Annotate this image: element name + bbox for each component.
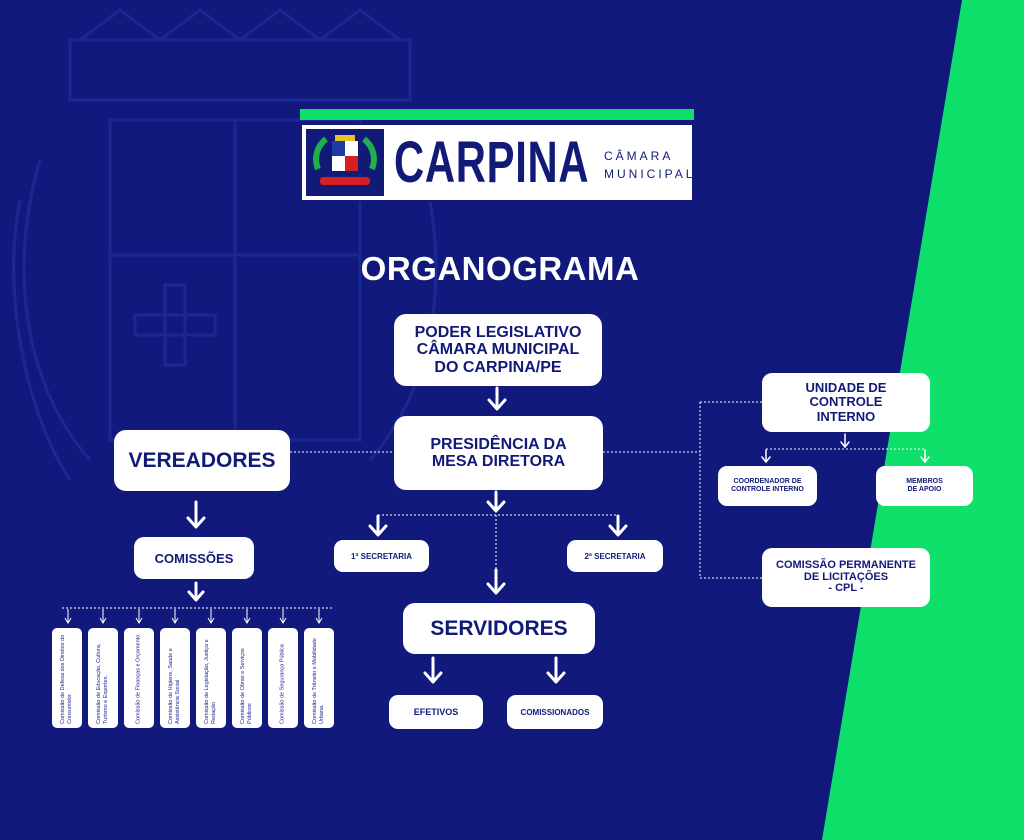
arrow-secretaria-2 [608,514,628,537]
arrow-controle-interno [840,433,850,449]
logo-crest-panel [306,129,384,196]
commission-card: Comissão de Higiene, Saúde e Assistência… [160,628,190,728]
arrow-secretaria-1 [368,514,388,537]
node-vereadores-label: VEREADORES [128,448,276,472]
commission-card-label: Comissão de Obras e Serviços Públicos [240,648,253,724]
node-servidores-label: SERVIDORES [430,616,568,640]
node-presidencia: PRESIDÊNCIA DA MESA DIRETORA [394,416,603,490]
commission-arrow [315,609,323,624]
arrow-comissionados [546,656,566,684]
arrow-coordenador [761,449,771,464]
node-vereadores: VEREADORES [114,430,290,491]
node-coordenador-label: COORDENADOR DE CONTROLE INTERNO [731,478,804,493]
node-secretaria-2: 2ª SECRETARIA [567,540,663,572]
node-controle-interno-label: UNIDADE DE CONTROLE INTERNO [805,380,887,424]
arrow-presidencia-down [486,490,506,513]
node-comissoes: COMISSÕES [134,537,254,579]
logo-subtitle: CÂMARA MUNICIPAL [604,149,696,181]
node-coordenador: COORDENADOR DE CONTROLE INTERNO [718,466,817,506]
commission-arrows [64,609,323,624]
commission-arrow [207,609,215,624]
node-membros: MEMBROS DE APOIO [876,466,973,506]
node-comissionados: COMISSIONADOS [507,695,603,729]
commission-card-label: Comissão de Segurança Pública [279,644,286,724]
commission-card: Comissão de Trânsito e Mobilidade Urbana… [304,628,334,728]
node-efetivos: EFETIVOS [389,695,483,729]
commission-arrow [135,609,143,624]
commission-arrow [99,609,107,624]
node-comissionados-label: COMISSIONADOS [520,707,590,717]
crest-icon [313,135,377,185]
commission-arrow [64,609,72,624]
commission-card-label: Comissão de Legislação, Justiça e Redaçã… [204,639,217,724]
node-secretaria-2-label: 2ª SECRETARIA [584,551,646,561]
commission-card: Comissão de Finanças e Orçamento. [124,628,154,728]
dotted-connectors [62,401,925,609]
node-cpl: COMISSÃO PERMANENTE DE LICITAÇÕES - CPL … [762,548,930,607]
arrow-efetivos [423,656,443,684]
commission-arrow [243,609,251,624]
commission-card-label: Comissão de Trânsito e Mobilidade Urbana… [312,638,325,724]
commission-card: Comissão de Educação, Cultura, Turismo e… [88,628,118,728]
node-servidores: SERVIDORES [403,603,595,654]
arrow-legislativo-presidencia [487,386,507,411]
node-poder-legislativo-label: PODER LEGISLATIVO CÂMARA MUNICIPAL DO CA… [414,324,582,376]
commission-card: Comissão de Defesa dos Direitos do Consu… [52,628,82,728]
commission-card-label: Comissão de Higiene, Saúde e Assistência… [168,648,181,724]
arrow-servidores [486,568,506,595]
node-controle-interno: UNIDADE DE CONTROLE INTERNO [762,373,930,432]
node-poder-legislativo: PODER LEGISLATIVO CÂMARA MUNICIPAL DO CA… [394,314,602,386]
logo-top-bar [300,109,694,120]
node-efetivos-label: EFETIVOS [413,707,459,717]
node-cpl-label: COMISSÃO PERMANENTE DE LICITAÇÕES - CPL … [776,558,916,595]
commission-arrow [171,609,179,624]
logo-title: CARPINA [394,130,590,195]
arrow-comissoes-down [187,581,205,602]
commission-card-label: Comissão de Finanças e Orçamento. [135,633,142,724]
commission-card: Comissão de Obras e Serviços Públicos [232,628,262,728]
node-secretaria-1-label: 1ª SECRETARIA [350,551,413,561]
commission-card-label: Comissão de Defesa dos Direitos do Consu… [60,634,73,724]
node-presidencia-label: PRESIDÊNCIA DA MESA DIRETORA [430,435,567,470]
commission-card: Comissão de Legislação, Justiça e Redaçã… [196,628,226,728]
commission-arrow [279,609,287,624]
node-secretaria-1: 1ª SECRETARIA [334,540,429,572]
node-membros-label: MEMBROS DE APOIO [906,478,943,493]
arrow-membros [920,449,930,464]
node-comissoes-label: COMISSÕES [154,550,234,566]
commission-card-label: Comissão de Educação, Cultura, Turismo e… [96,643,109,724]
arrow-vereadores-comissoes [186,500,206,529]
logo-header: CARPINA CÂMARA MUNICIPAL [300,123,694,202]
page-title: ORGANOGRAMA [360,250,640,287]
commission-card: Comissão de Segurança Pública [268,628,298,728]
